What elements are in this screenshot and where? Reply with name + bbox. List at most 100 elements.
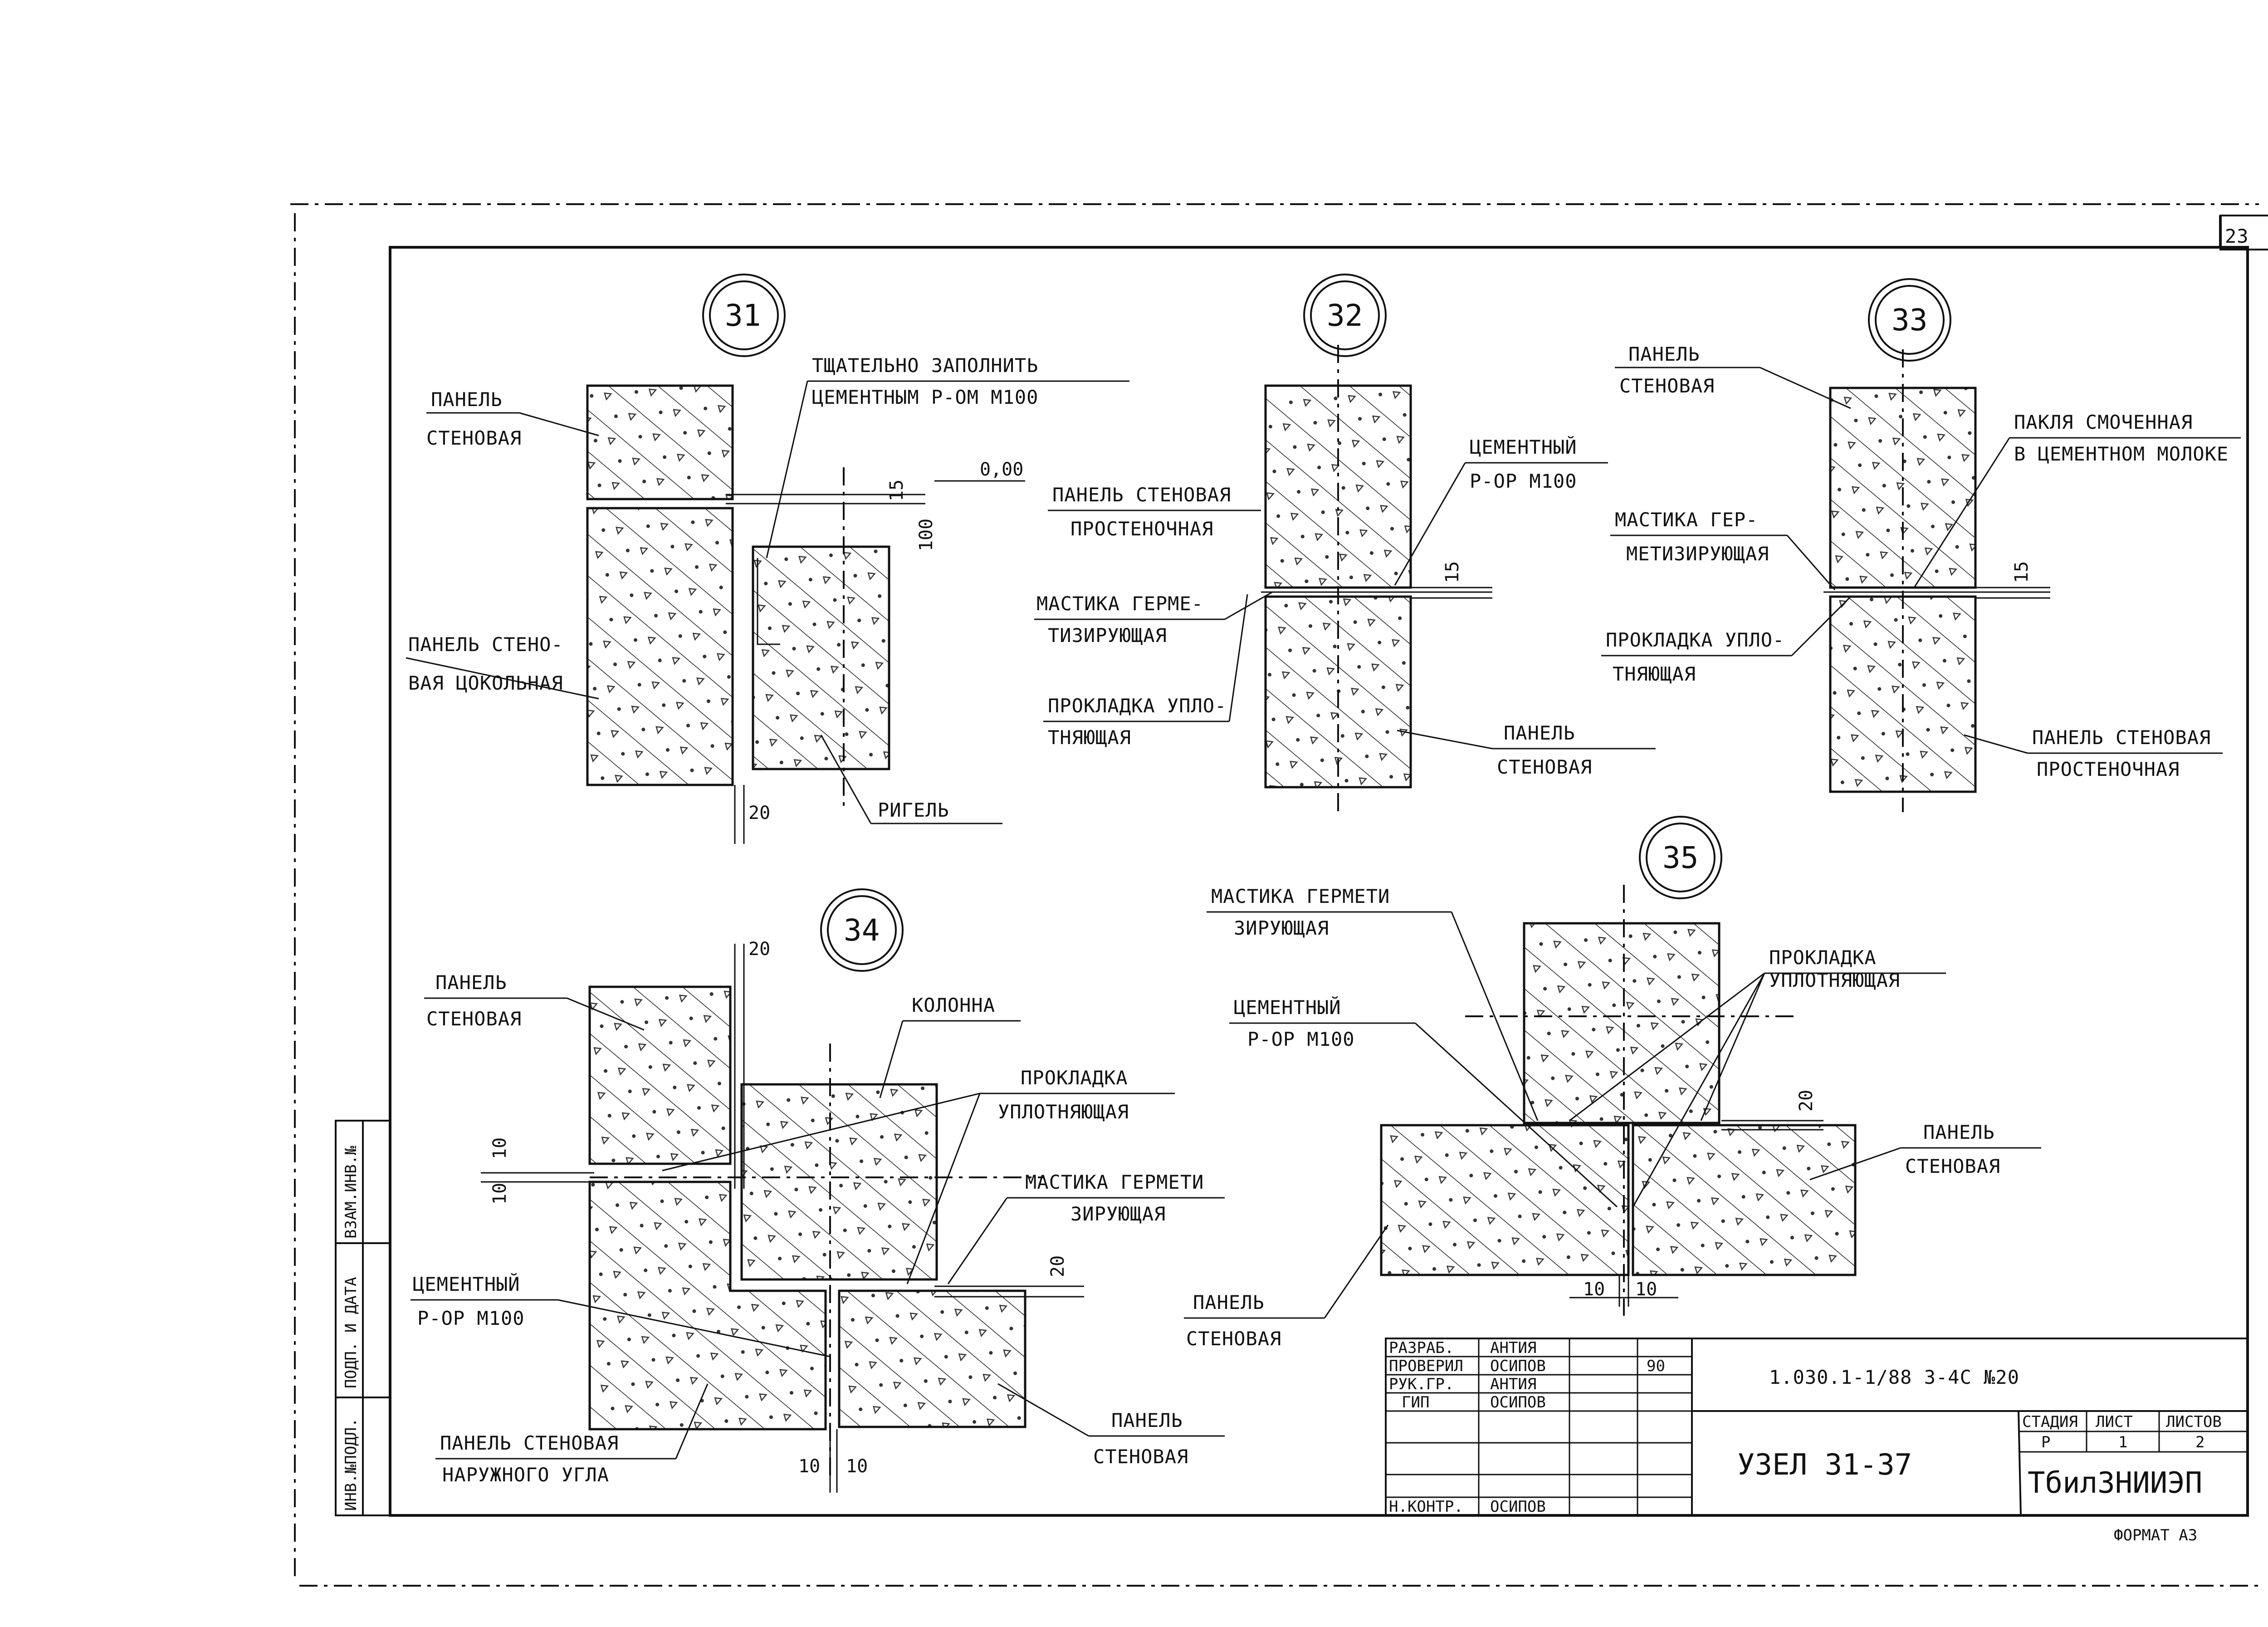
node-32-number: 32 (1327, 298, 1363, 333)
n31-label-panel-2: СТЕНОВАЯ (426, 427, 522, 449)
n33-label-mastic-1: МАСТИКА ГЕР- (1615, 509, 1758, 531)
tb-row-3-name: ОСИПОВ (1490, 1393, 1546, 1411)
n34-dim-10d: 10 (846, 1456, 868, 1477)
tb-sheets-head: ЛИСТОВ (2166, 1413, 2222, 1431)
format-label: ФОРМАТ А3 (2114, 1526, 2197, 1544)
n34-label-mastic-1: МАСТИКА ГЕРМЕТИ (1025, 1171, 1204, 1193)
n34-label-mortar-1: ЦЕМЕНТНЫЙ (413, 1273, 520, 1295)
side-stamp: ИНВ.№ПОДЛ. ПОДП. И ДАТА ВЗАМ.ИНВ.№ (335, 1120, 391, 1516)
tb-row-0-name: АНТИЯ (1490, 1339, 1536, 1357)
tb-sheets: 2 (2195, 1433, 2204, 1451)
n32-label-mortar-1: ЦЕМЕНТНЫЙ (1470, 436, 1577, 458)
tb-sheet-head: ЛИСТ (2096, 1413, 2133, 1431)
n35-dim-10b: 10 (1635, 1279, 1657, 1300)
node-31-number: 31 (725, 298, 761, 333)
page-number-box (2219, 215, 2268, 250)
n34-dim-20a: 20 (748, 939, 770, 960)
tb-row-3-role: ГИП (1402, 1393, 1429, 1411)
n32-label-mastic-1: МАСТИКА ГЕРМЕ- (1036, 593, 1203, 615)
tb-org: ТбилЗНИИЭП (2028, 1466, 2202, 1500)
n34-label-panel-2: СТЕНОВАЯ (426, 1008, 522, 1030)
node-34-number: 34 (844, 913, 880, 948)
n34-dim-10a: 10 (489, 1183, 510, 1205)
n34-label-mortar-2: Р-ОР М100 (417, 1307, 525, 1329)
stamp-inv-orig: ИНВ.№ПОДЛ. (342, 1418, 360, 1511)
node-35-number: 35 (1662, 840, 1698, 875)
n34-label-panel2-2: СТЕНОВАЯ (1093, 1446, 1188, 1468)
tb-date: 90 (1647, 1357, 1665, 1375)
n35-label-panel-l-1: ПАНЕЛЬ (1193, 1291, 1265, 1313)
n34-corner-panel (588, 1181, 827, 1431)
n35-dim-20: 20 (1796, 1090, 1817, 1112)
n34-label-corner-2: НАРУЖНОГО УГЛА (442, 1464, 609, 1486)
n31-upper-panel (586, 384, 734, 500)
n31-label-plinth-2: ВАЯ ЦОКОЛЬНАЯ (408, 672, 563, 694)
node-32: 32 15 ПАНЕЛЬ СТЕНОВАЯ ПРОСТЕНОЧНАЯ ЦЕМЕН… (1034, 274, 1656, 812)
node-33-number: 33 (1892, 303, 1927, 338)
n35-label-mastic-1: МАСТИКА ГЕРМЕТИ (1211, 885, 1390, 907)
n33-dim-15: 15 (2011, 561, 2032, 583)
n33-label-gasket-2: ТНЯЮЩАЯ (1613, 663, 1696, 685)
drawing-frame (389, 246, 2249, 1517)
n33-label-pier-1: ПАНЕЛЬ СТЕНОВАЯ (2032, 726, 2211, 749)
n33-label-panel-1: ПАНЕЛЬ (1628, 343, 1700, 365)
n31-label-fill-2: ЦЕМЕНТНЫМ Р-ОМ М100 (812, 386, 1038, 408)
n35-label-mortar-2: Р-ОР М100 (1247, 1028, 1355, 1050)
n34-dim-10c: 10 (798, 1456, 820, 1477)
n31-plinth-panel (586, 507, 734, 786)
n34-label-column: КОЛОННА (912, 994, 995, 1016)
title-block: РАЗРАБ. АНТИЯ ПРОВЕРИЛ ОСИПОВ 90 РУК.ГР.… (1385, 1338, 2248, 1516)
n33-label-gasket-1: ПРОКЛАДКА УПЛО- (1606, 629, 1784, 651)
n34-label-corner-1: ПАНЕЛЬ СТЕНОВАЯ (440, 1432, 619, 1454)
n32-label-mortar-2: Р-ОР М100 (1470, 470, 1577, 492)
n34-column (740, 1083, 938, 1281)
n35-top-panel (1523, 922, 1721, 1124)
tb-row-6-role: Н.КОНТР. (1389, 1498, 1463, 1516)
n31-beam (752, 545, 890, 770)
n34-dim-20b: 20 (1047, 1255, 1068, 1277)
n35-label-gasket-1: ПРОКЛАДКА (1769, 946, 1877, 969)
trim-lines (290, 203, 2263, 1587)
stamp-signature-date: ПОДП. И ДАТА (342, 1277, 360, 1388)
tb-stage: Р (2041, 1433, 2050, 1451)
n34-label-gasket-1: ПРОКЛАДКА (1021, 1067, 1128, 1089)
n32-label-gasket-1: ПРОКЛАДКА УПЛО- (1048, 695, 1227, 717)
n31-label-beam: РИГЕЛЬ (878, 799, 949, 821)
n34-dim-10b: 10 (489, 1137, 510, 1159)
n35-dim-10a: 10 (1583, 1279, 1605, 1300)
n35-left-panel (1380, 1124, 1630, 1276)
n32-label-panel-2: СТЕНОВАЯ (1497, 756, 1592, 778)
stamp-inv-repl: ВЗАМ.ИНВ.№ (342, 1146, 360, 1239)
n35-label-mortar-1: ЦЕМЕНТНЫЙ (1234, 996, 1341, 1019)
tb-title: УЗЕЛ 31-37 (1737, 1448, 1912, 1482)
n31-label-plinth-1: ПАНЕЛЬ СТЕНО- (408, 633, 563, 656)
tb-row-0-role: РАЗРАБ. (1389, 1339, 1454, 1357)
n34-upper-panel (588, 985, 732, 1165)
n35-right-panel (1632, 1124, 1857, 1276)
n31-dim-000: 0,00 (980, 459, 1023, 480)
n35-label-panel-r-1: ПАНЕЛЬ (1923, 1121, 1995, 1143)
n33-label-tow-1: ПАКЛЯ СМОЧЕННАЯ (2014, 411, 2193, 433)
tb-sheet: 1 (2118, 1433, 2127, 1451)
n33-label-pier-2: ПРОСТЕНОЧНАЯ (2037, 758, 2180, 780)
n32-label-mastic-2: ТИЗИРУЮЩАЯ (1048, 624, 1167, 647)
n32-label-panel-1: ПАНЕЛЬ (1504, 722, 1575, 744)
n31-label-panel-1: ПАНЕЛЬ (431, 388, 503, 411)
n34-right-panel (838, 1289, 1026, 1428)
n32-label-pier-2: ПРОСТЕНОЧНАЯ (1070, 518, 1213, 540)
n31-dim-100: 100 (916, 519, 937, 551)
n35-label-panel-l-2: СТЕНОВАЯ (1186, 1328, 1281, 1350)
tb-row-1-role: ПРОВЕРИЛ (1389, 1357, 1463, 1375)
tb-row-6-name: ОСИПОВ (1490, 1498, 1546, 1516)
n35-label-gasket-2: УПЛОТНЯЮЩАЯ (1769, 969, 1900, 991)
tb-row-1-name: ОСИПОВ (1490, 1357, 1546, 1375)
n33-label-tow-2: В ЦЕМЕНТНОМ МОЛОКЕ (2014, 443, 2229, 465)
tb-stage-head: СТАДИЯ (2022, 1413, 2078, 1431)
node-33: 33 15 ПАНЕЛЬ СТЕНОВАЯ ПАКЛЯ СМОЧЕННАЯ В … (1601, 278, 2241, 812)
n34-label-gasket-2: УПЛОТНЯЮЩАЯ (998, 1101, 1129, 1123)
tb-code: 1.030.1-1/88 3-4С №20 (1769, 1366, 2019, 1388)
n32-dim-15: 15 (1442, 561, 1463, 583)
node-31: 31 15 0,00 100 20 ПАНЕЛЬ СТЕНОВАЯ ТЩАТЕЛ… (406, 274, 1129, 844)
page-number: 23 (2225, 225, 2249, 247)
